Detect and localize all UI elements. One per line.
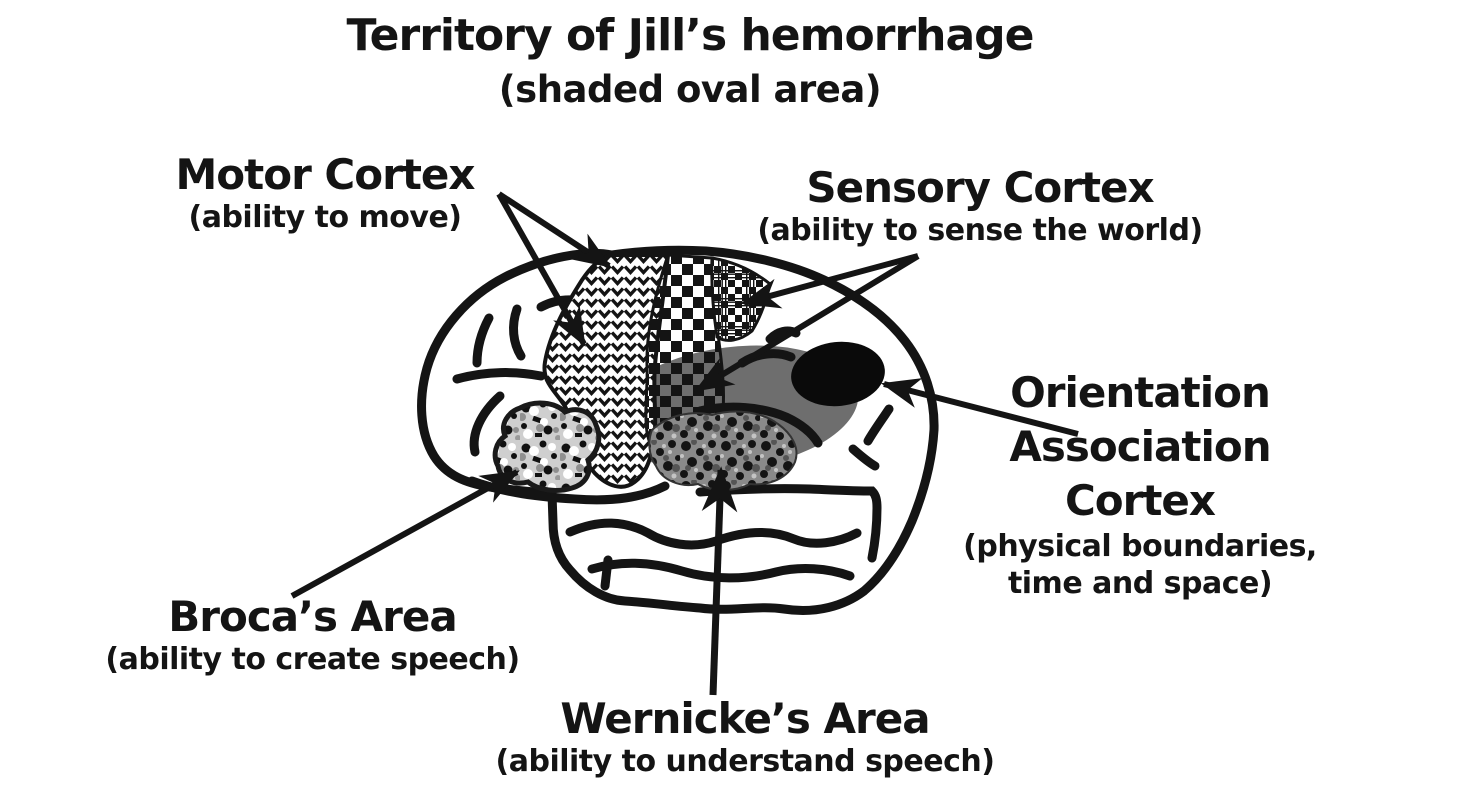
orientation-description-line2: time and space) — [1007, 566, 1273, 601]
sensory-cortex-label: Sensory Cortex (ability to sense the wor… — [710, 163, 1250, 249]
wernicke-description: (ability to understand speech) — [495, 743, 995, 779]
orientation-name-line2: Association — [1009, 422, 1271, 471]
sensory-cortex-name: Sensory Cortex — [806, 163, 1154, 212]
orientation-description-line1: (physical boundaries, — [963, 529, 1317, 564]
broca-name: Broca’s Area — [168, 592, 457, 641]
broca-description: (ability to create speech) — [105, 641, 520, 677]
broca-region — [492, 400, 602, 493]
motor-cortex-description: (ability to move) — [188, 199, 463, 235]
orientation-association-arrow — [880, 378, 1079, 437]
pointer-arrows — [290, 191, 1079, 696]
broca-label: Broca’s Area (ability to create speech) — [60, 592, 565, 678]
orientation-name-line3: Cortex — [1064, 476, 1216, 525]
diagram-title: Territory of Jill’s hemorrhage (shaded o… — [290, 10, 1090, 112]
orientation-name-line1: Orientation — [1010, 368, 1271, 417]
motor-cortex-name: Motor Cortex — [175, 150, 476, 199]
broca-arrow — [290, 469, 520, 599]
sensory-cortex-description: (ability to sense the world) — [757, 212, 1203, 248]
motor-cortex-arrow-2 — [496, 192, 587, 347]
title-line2: (shaded oval area) — [498, 68, 882, 111]
title-line1: Territory of Jill’s hemorrhage — [346, 10, 1035, 61]
wernicke-name: Wernicke’s Area — [560, 694, 930, 743]
orientation-association-label: Orientation Association Cortex (physical… — [925, 366, 1355, 602]
sensory-cortex-arrow-2 — [694, 253, 920, 393]
wernicke-region — [648, 410, 798, 491]
motor-cortex-arrow-1 — [497, 191, 612, 269]
wernicke-label: Wernicke’s Area (ability to understand s… — [430, 694, 1060, 780]
motor-cortex-label: Motor Cortex (ability to move) — [140, 150, 510, 236]
wernicke-arrow — [701, 466, 738, 696]
sensory-cortex-arrow-1 — [740, 253, 919, 309]
orientation-association-region — [791, 341, 885, 407]
